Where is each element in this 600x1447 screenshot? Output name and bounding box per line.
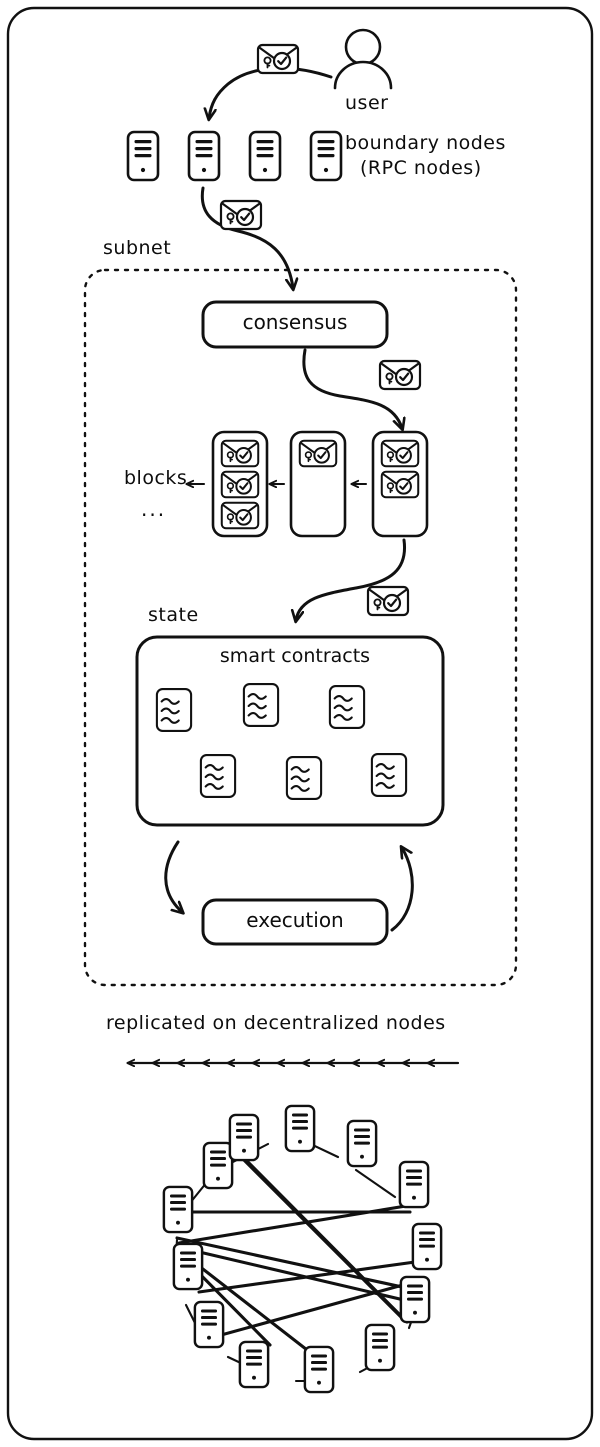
arrow-boundary-to-consensus <box>200 186 293 288</box>
network-node-5 <box>399 1275 431 1324</box>
blocks-label: blocks <box>124 467 188 489</box>
user-label: user <box>345 92 389 114</box>
network-node-1 <box>284 1104 316 1153</box>
user-icon <box>333 28 393 90</box>
smart-contracts-label: smart contracts <box>219 645 371 667</box>
boundary-node-4 <box>309 130 343 182</box>
message-envelope-user <box>256 43 300 75</box>
network-node-11 <box>162 1185 194 1234</box>
smart-contract-2[interactable] <box>242 683 280 727</box>
arrow-user-to-boundary <box>209 66 333 118</box>
block-3 <box>371 430 429 538</box>
arrow-consensus-to-blocks <box>302 348 402 428</box>
smart-contract-3[interactable] <box>328 685 366 729</box>
subnet-label: subnet <box>103 237 172 259</box>
outer-frame <box>6 6 594 1441</box>
network-node-7 <box>303 1345 335 1394</box>
smart-contract-6[interactable] <box>370 753 408 797</box>
blocks-ellipsis-label: ... <box>141 497 167 521</box>
consensus-box[interactable] <box>201 300 389 349</box>
execution-label[interactable]: execution <box>246 908 344 932</box>
network-node-9 <box>193 1300 225 1349</box>
consensus-label[interactable]: consensus <box>242 310 348 334</box>
network-node-2 <box>346 1119 378 1168</box>
block-1 <box>211 430 269 538</box>
arrow-blocks-to-state <box>296 538 407 620</box>
smart-contract-5[interactable] <box>285 756 323 800</box>
network-node-12 <box>202 1141 234 1190</box>
smart-contract-4[interactable] <box>199 754 237 798</box>
network-node-3 <box>398 1160 430 1209</box>
replicated-label: replicated on decentralized nodes <box>106 1012 446 1034</box>
message-envelope-state <box>366 585 410 617</box>
network-node-4 <box>411 1222 443 1271</box>
boundary-node-2 <box>187 130 221 182</box>
network-node-10 <box>172 1242 204 1291</box>
boundary-node-1 <box>126 130 160 182</box>
subnet-boundary <box>83 268 518 987</box>
network-node-6 <box>364 1323 396 1372</box>
state-label: state <box>148 604 199 626</box>
boundary-nodes-label: boundary nodes <box>345 132 506 154</box>
network-node-8 <box>238 1340 270 1389</box>
rpc-nodes-label: (RPC nodes) <box>360 157 482 179</box>
arrow-execution-to-state <box>390 848 414 932</box>
message-envelope-boundary <box>219 199 263 231</box>
network-node-13 <box>228 1113 260 1162</box>
execution-box[interactable] <box>201 898 389 946</box>
block-2 <box>289 430 347 538</box>
smart-contract-1[interactable] <box>155 688 193 732</box>
arrow-state-to-execution <box>164 840 182 912</box>
message-envelope-consensus <box>378 359 422 391</box>
boundary-node-3 <box>248 130 282 182</box>
